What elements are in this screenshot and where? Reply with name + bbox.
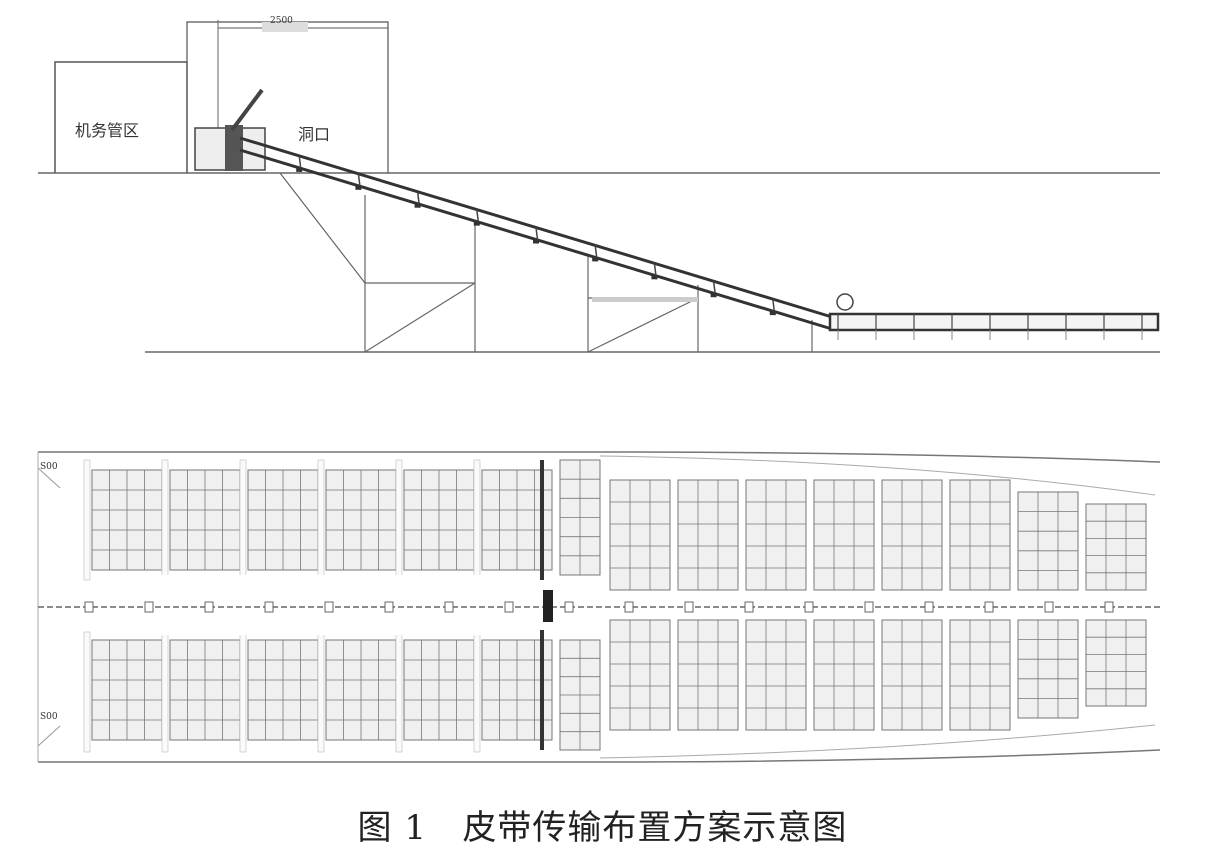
centerline-marker bbox=[144, 601, 154, 613]
container-block bbox=[949, 619, 1011, 731]
spacer-column bbox=[239, 631, 247, 753]
spacer-column bbox=[317, 631, 325, 753]
spacer-column bbox=[395, 459, 403, 581]
container-block bbox=[1085, 503, 1147, 591]
idler-roller bbox=[414, 203, 421, 208]
stack-label-bottom: S00 bbox=[40, 712, 58, 722]
container-block bbox=[1085, 619, 1147, 707]
spacer-column bbox=[395, 631, 403, 753]
container-block bbox=[813, 479, 875, 591]
centerline-marker bbox=[324, 601, 334, 613]
spacer-column bbox=[239, 459, 247, 581]
idler-roller bbox=[296, 167, 303, 172]
centerline-marker bbox=[444, 601, 454, 613]
building-outline bbox=[54, 61, 188, 173]
centerline-marker bbox=[1104, 601, 1114, 613]
plan-view bbox=[37, 451, 1161, 763]
figure-title: 皮带传输布置方案示意图 bbox=[462, 808, 848, 848]
stern-diagonal-bottom bbox=[37, 725, 61, 747]
container-block bbox=[609, 619, 671, 731]
spacer-column bbox=[83, 631, 91, 753]
dimension-box bbox=[262, 22, 308, 32]
spacer-column bbox=[161, 459, 169, 581]
idler-roller bbox=[769, 311, 776, 316]
centerline-marker bbox=[204, 601, 214, 613]
container-block bbox=[677, 479, 739, 591]
container-block bbox=[745, 619, 807, 731]
spacer-column bbox=[83, 459, 91, 581]
platform-slab bbox=[592, 297, 698, 302]
centerline-marker bbox=[264, 601, 274, 613]
container-block bbox=[609, 479, 671, 591]
opening-label: 洞口 bbox=[298, 125, 331, 144]
container-blocks bbox=[83, 459, 1147, 753]
bulkhead-bottom bbox=[540, 630, 544, 750]
centerline-marker bbox=[504, 601, 514, 613]
container-block bbox=[881, 619, 943, 731]
container-block bbox=[677, 619, 739, 731]
hull-outline bbox=[38, 451, 1161, 763]
flat-belt bbox=[828, 312, 1160, 340]
stern-diagonal-top bbox=[37, 467, 61, 489]
center-aisle bbox=[92, 575, 547, 635]
spacer-column bbox=[473, 459, 481, 581]
elevation-view bbox=[38, 20, 1160, 353]
centerline-marker bbox=[984, 601, 994, 613]
hull-inner-line bbox=[599, 455, 1156, 759]
spacer-column bbox=[161, 631, 169, 753]
stack-label-top: S00 bbox=[40, 462, 58, 472]
idler-roller bbox=[651, 275, 658, 280]
centerline-marker bbox=[864, 601, 874, 613]
inclined-belt bbox=[239, 136, 833, 331]
idler-roller bbox=[473, 221, 480, 226]
container-block bbox=[813, 619, 875, 731]
support-frame bbox=[279, 172, 813, 353]
drive-motor bbox=[225, 125, 243, 171]
centerline-marker bbox=[1044, 601, 1054, 613]
container-block bbox=[745, 479, 807, 591]
centerline-marker bbox=[684, 601, 694, 613]
idler-roller bbox=[710, 293, 717, 298]
idler-roller bbox=[533, 239, 539, 244]
flat-belt-idlers bbox=[837, 314, 1143, 340]
centerline-marker bbox=[84, 601, 94, 613]
centerline-marker bbox=[384, 601, 394, 613]
centerline-marker bbox=[804, 601, 814, 613]
tail-pulley-icon bbox=[836, 293, 854, 311]
container-block bbox=[949, 479, 1011, 591]
container-block bbox=[1017, 491, 1079, 591]
idler-roller bbox=[355, 185, 362, 190]
figure-caption: 图 1 皮带传输布置方案示意图 bbox=[0, 800, 1205, 849]
container-block bbox=[881, 479, 943, 591]
idler-roller bbox=[592, 257, 599, 262]
container-block bbox=[1017, 619, 1079, 719]
centerline-marker bbox=[744, 601, 754, 613]
centerline-marker bbox=[924, 601, 934, 613]
hatch-marker bbox=[543, 590, 553, 622]
dimension-label: 2500 bbox=[270, 16, 293, 26]
building-label: 机务管区 bbox=[75, 121, 140, 140]
crane-arm bbox=[230, 88, 264, 132]
belt-idlers bbox=[296, 155, 776, 316]
centerline-marker bbox=[564, 601, 574, 613]
spacer-column bbox=[473, 631, 481, 753]
spacer-column bbox=[317, 459, 325, 581]
centerline-markers bbox=[84, 601, 1114, 613]
figure-number: 图 1 bbox=[357, 808, 427, 848]
bulkhead-top bbox=[540, 460, 544, 580]
centerline-marker bbox=[624, 601, 634, 613]
